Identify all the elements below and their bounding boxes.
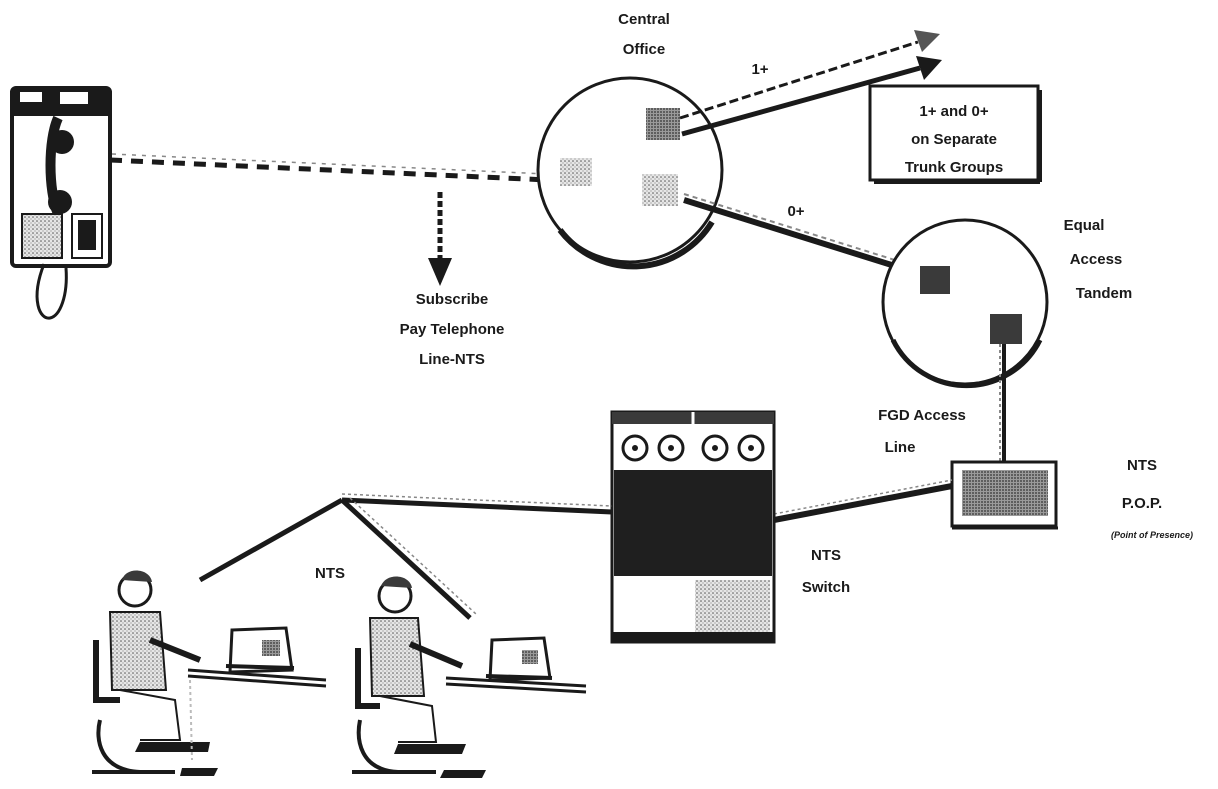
nts-pop-label-line-1: NTS [1127, 457, 1157, 474]
tandem-port-in [920, 266, 950, 294]
zero-plus-label: 0+ [787, 203, 804, 220]
tandem-label-line-3: Tandem [1076, 285, 1132, 302]
central-office-label: Central Office [618, 11, 670, 58]
separate-trunk-groups-line-2: on Separate [911, 131, 997, 148]
nts-pop-node [952, 462, 1058, 528]
terminal-1-icon [226, 628, 294, 672]
central-office-port-1plus [646, 108, 680, 140]
terminal-2-icon [486, 638, 552, 680]
one-plus-label: 1+ [751, 61, 768, 78]
payphone-line-label-line-2: Pay Telephone [400, 321, 505, 338]
payphone-line-label-line-1: Subscribe [416, 291, 489, 308]
separate-trunk-groups-box: 1+ and 0+ on Separate Trunk Groups [870, 86, 1040, 182]
payphone-line-label: Subscribe Pay Telephone Line-NTS [400, 291, 505, 368]
nts-pop-label: NTS P.O.P. (Point of Presence) [1111, 457, 1193, 540]
fgd-access-line-label: FGD Access Line [878, 407, 966, 456]
payphone-line-label-line-3: Line-NTS [419, 351, 485, 368]
tandem-label-line-1: Equal [1064, 217, 1105, 234]
payphone-line [110, 154, 548, 180]
nts-pop-label-line-2: P.O.P. [1122, 495, 1162, 512]
tandem-label-line-2: Access [1070, 251, 1123, 268]
separate-trunk-groups-line-1: 1+ and 0+ [919, 103, 988, 120]
equal-access-tandem-node [883, 220, 1047, 386]
nts-switch-label: NTS Switch [802, 547, 850, 596]
nts-switch-node [612, 412, 774, 642]
central-office-port-in [560, 158, 592, 186]
tandem-label: Equal Access Tandem [1064, 217, 1133, 302]
separate-trunk-groups-line-3: Trunk Groups [905, 159, 1003, 176]
payphone-line-arrow [428, 192, 452, 286]
switch-to-pop-line [774, 480, 952, 520]
fgd-access-line-label-line-2: Line [885, 439, 916, 456]
pay-telephone-icon [12, 88, 110, 318]
operator-area-label: NTS [315, 565, 345, 582]
tandem-port-out [990, 314, 1022, 344]
central-office-port-0plus [642, 174, 678, 206]
central-office-label-line-2: Office [623, 41, 666, 58]
central-office-node [538, 78, 722, 266]
nts-switch-label-line-1: NTS [811, 547, 841, 564]
nts-switch-label-line-2: Switch [802, 579, 850, 596]
fgd-access-line-label-line-1: FGD Access [878, 407, 966, 424]
nts-pop-sub-label: (Point of Presence) [1111, 530, 1193, 540]
operator-1-icon [92, 570, 326, 776]
central-office-label-line-1: Central [618, 11, 670, 28]
